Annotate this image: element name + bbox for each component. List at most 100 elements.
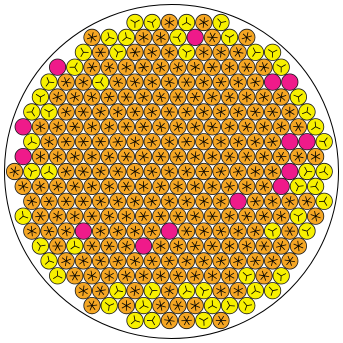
- cell-glyph-stroke: [126, 67, 127, 72]
- cell-orange: [213, 193, 229, 209]
- cell-orange: [282, 223, 298, 239]
- cell-magenta: [282, 74, 298, 90]
- cell-orange: [282, 193, 298, 209]
- cell-yellow: [127, 312, 143, 328]
- cell-orange: [110, 134, 126, 150]
- cell-orange: [75, 163, 91, 179]
- cell-orange: [67, 119, 83, 135]
- cell-orange: [58, 104, 74, 120]
- cell-yellow: [239, 297, 255, 313]
- cell-orange: [239, 119, 255, 135]
- cell-orange: [15, 178, 31, 194]
- cell-disc: [187, 29, 203, 45]
- cell-yellow: [178, 44, 194, 60]
- cell-orange: [118, 208, 134, 224]
- cell-yellow: [178, 14, 194, 30]
- cell-orange: [161, 193, 177, 209]
- cell-orange: [118, 178, 134, 194]
- cell-yellow: [273, 268, 289, 284]
- cell-orange: [127, 223, 143, 239]
- cell-yellow: [170, 29, 186, 45]
- cell-orange: [170, 208, 186, 224]
- cell-yellow: [247, 283, 263, 299]
- cell-orange: [41, 134, 57, 150]
- cell-orange: [290, 119, 306, 135]
- cell-glyph-stroke: [135, 172, 136, 177]
- cell-orange: [135, 89, 151, 105]
- cell-orange: [273, 238, 289, 254]
- cell-orange: [178, 312, 194, 328]
- cell-orange: [247, 253, 263, 269]
- cell-orange: [282, 253, 298, 269]
- cell-orange: [49, 119, 65, 135]
- cell-yellow: [290, 178, 306, 194]
- cell-orange: [127, 134, 143, 150]
- cell-magenta: [264, 74, 280, 90]
- cell-glyph-stroke: [49, 82, 54, 83]
- cell-orange: [153, 148, 169, 164]
- cell-orange: [230, 134, 246, 150]
- cell-orange: [144, 193, 160, 209]
- cell-orange: [307, 148, 323, 164]
- cell-glyph-stroke: [40, 216, 45, 217]
- cell-yellow: [290, 208, 306, 224]
- cell-glyph-stroke: [169, 17, 170, 22]
- cell-yellow: [49, 268, 65, 284]
- cell-orange: [67, 268, 83, 284]
- cell-orange: [127, 163, 143, 179]
- cell-orange: [178, 253, 194, 269]
- cell-orange: [196, 193, 212, 209]
- cell-orange: [239, 238, 255, 254]
- cell-yellow: [307, 119, 323, 135]
- cell-orange: [32, 178, 48, 194]
- cell-orange: [75, 283, 91, 299]
- cell-orange: [84, 238, 100, 254]
- cell-disc: [282, 74, 298, 90]
- cell-glyph-stroke: [212, 246, 217, 247]
- cell-glyph-stroke: [169, 23, 170, 28]
- cell-orange: [144, 74, 160, 90]
- cell-orange: [161, 74, 177, 90]
- cell-orange: [256, 178, 272, 194]
- cell-orange: [273, 148, 289, 164]
- cell-yellow: [15, 208, 31, 224]
- cell-orange: [101, 148, 117, 164]
- cell-orange: [290, 238, 306, 254]
- cell-yellow: [24, 134, 40, 150]
- cell-orange: [135, 178, 151, 194]
- cell-orange: [110, 193, 126, 209]
- cell-glyph-stroke: [272, 196, 273, 201]
- cell-orange: [153, 29, 169, 45]
- cell-yellow: [144, 14, 160, 30]
- cell-orange: [101, 119, 117, 135]
- cell-orange: [178, 223, 194, 239]
- cell-orange: [264, 134, 280, 150]
- cell-yellow: [92, 74, 108, 90]
- cell-yellow: [41, 253, 57, 269]
- cell-orange: [221, 119, 237, 135]
- cell-orange: [161, 44, 177, 60]
- cell-orange: [161, 312, 177, 328]
- cell-glyph-stroke: [130, 112, 135, 113]
- cell-orange: [213, 134, 229, 150]
- cell-orange: [49, 148, 65, 164]
- cell-disc: [161, 223, 177, 239]
- cell-orange: [204, 208, 220, 224]
- cell-yellow: [144, 283, 160, 299]
- cell-orange: [58, 163, 74, 179]
- cell-orange: [75, 104, 91, 120]
- cell-orange: [75, 134, 91, 150]
- cell-orange: [221, 148, 237, 164]
- cell-yellow: [196, 312, 212, 328]
- cell-yellow: [110, 44, 126, 60]
- cell-orange: [213, 44, 229, 60]
- cell-magenta: [15, 148, 31, 164]
- cell-orange: [230, 223, 246, 239]
- cell-orange: [144, 163, 160, 179]
- cell-orange: [170, 89, 186, 105]
- cell-orange: [153, 297, 169, 313]
- cell-orange: [256, 238, 272, 254]
- cell-orange: [204, 59, 220, 75]
- cell-orange: [41, 193, 57, 209]
